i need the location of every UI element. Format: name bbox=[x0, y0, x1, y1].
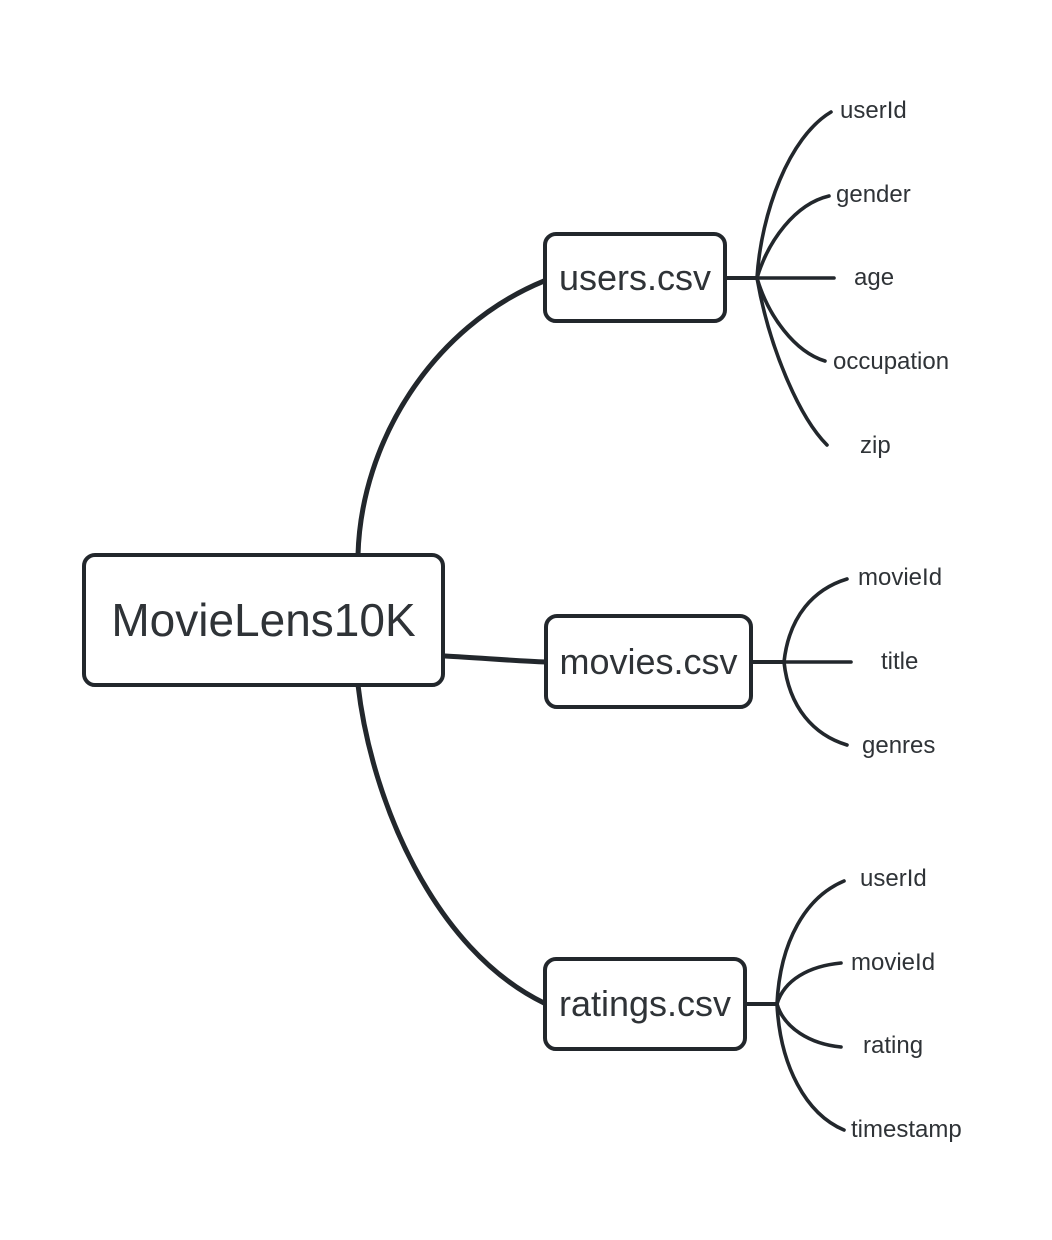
branch-ratings-movieid bbox=[775, 961, 843, 1006]
branch-ratings-timestamp bbox=[775, 1002, 846, 1132]
leaf-users-userid: userId bbox=[840, 97, 907, 124]
node-movies-csv-label: movies.csv bbox=[559, 640, 738, 682]
edge-root-movies bbox=[442, 653, 549, 665]
leaf-movies-movieid: movieId bbox=[858, 564, 943, 591]
branch-ratings-rating bbox=[775, 1002, 843, 1049]
branch-users-zip bbox=[755, 276, 829, 447]
node-ratings-csv-label: ratings.csv bbox=[558, 983, 732, 1024]
leaf-users-gender: gender bbox=[836, 181, 911, 208]
node-users-csv-label: users.csv bbox=[558, 256, 712, 298]
edge-root-users bbox=[355, 278, 547, 558]
branch-users-gender bbox=[755, 194, 831, 280]
node-ratings-csv: ratings.csv bbox=[543, 957, 747, 1051]
leaf-ratings-userid: userId bbox=[860, 865, 927, 892]
leaf-users-zip: zip bbox=[860, 432, 891, 459]
node-users-csv: users.csv bbox=[543, 232, 727, 323]
node-root: MovieLens10K bbox=[82, 553, 445, 687]
edge-root-ratings bbox=[355, 682, 547, 1006]
leaf-ratings-rating: rating bbox=[863, 1032, 924, 1059]
leaf-movies-genres: genres bbox=[862, 732, 936, 759]
branch-movies-genres bbox=[782, 660, 849, 747]
branch-users-userid bbox=[755, 110, 833, 280]
branch-movies-movieid bbox=[782, 577, 849, 664]
node-movies-csv: movies.csv bbox=[544, 614, 753, 709]
leaf-ratings-movieid: movieId bbox=[851, 949, 936, 976]
leaf-ratings-timestamp: timestamp bbox=[851, 1116, 962, 1143]
leaf-users-occupation: occupation bbox=[833, 348, 950, 375]
branch-ratings-userid bbox=[775, 879, 846, 1006]
leaf-users-age: age bbox=[854, 264, 895, 291]
node-root-label: MovieLens10K bbox=[111, 594, 416, 646]
leaf-movies-title: title bbox=[881, 648, 919, 675]
